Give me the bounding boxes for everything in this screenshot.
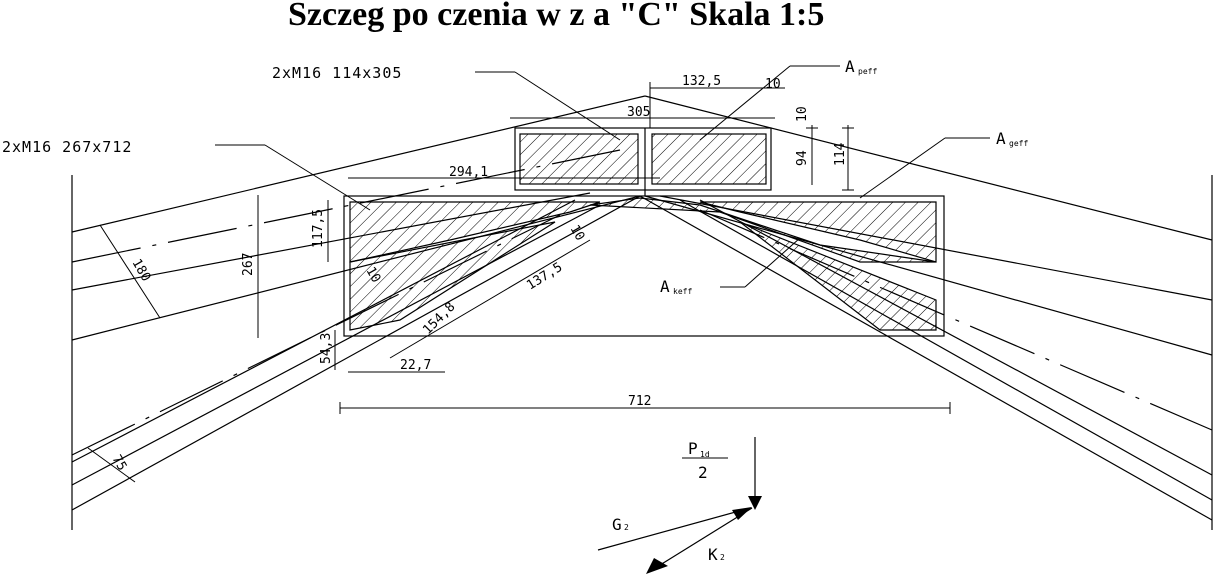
dim-267: 267 <box>241 253 256 276</box>
k2-label: K <box>708 545 718 564</box>
dim-137-5: 137,5 <box>524 260 565 293</box>
a-peff-sub: peff <box>858 67 877 76</box>
dim-180: 180 <box>129 257 154 285</box>
dim-712: 712 <box>628 394 651 409</box>
a-peff-label: A <box>845 57 855 76</box>
a-geff-sub: geff <box>1009 139 1028 148</box>
dim-132-5: 132,5 <box>682 74 721 89</box>
rafter-outlines <box>71 95 1213 530</box>
p-label: P <box>688 439 698 458</box>
upper-plate <box>514 127 772 196</box>
dim-305: 305 <box>627 105 650 120</box>
dim-22-7: 22,7 <box>400 358 431 373</box>
g2-sub: 2 <box>624 523 629 532</box>
dim-114: 114 <box>833 142 848 166</box>
dim-10-top: 10 <box>765 77 781 92</box>
a-keff-label: A <box>660 277 670 296</box>
dim-94: 94 <box>795 150 810 166</box>
force-p-arrowhead <box>748 496 762 510</box>
drawing-title: Szczeg po czenia w z a "C" Skala 1:5 <box>288 0 824 33</box>
a-keff-sub: keff <box>673 287 692 296</box>
k2-sub: 2 <box>720 553 725 562</box>
p-sub: 1d <box>700 450 710 459</box>
bolt-lower-label: 2xM16 267x712 <box>2 138 132 156</box>
dim-10-mid: 10 <box>567 223 588 244</box>
dim-117-5: 117,5 <box>311 209 326 248</box>
g2-label: G <box>612 515 622 534</box>
labels: 2xM16 114x305 2xM16 267x712 A peff A gef… <box>2 57 1028 564</box>
dim-10-side: 10 <box>795 106 810 122</box>
dimension-lines <box>87 82 951 483</box>
leader-lines <box>215 65 990 288</box>
force-arrows <box>597 437 762 574</box>
dim-10-low: 10 <box>363 265 384 286</box>
lower-plate <box>343 195 945 337</box>
bolt-upper-label: 2xM16 114x305 <box>272 64 402 82</box>
dim-75: 75 <box>109 453 130 474</box>
dim-294-1: 294,1 <box>449 165 488 180</box>
force-k-arrowhead <box>646 558 668 574</box>
dim-154-8: 154,8 <box>420 300 458 338</box>
dim-54-3: 54,3 <box>319 333 334 364</box>
a-geff-label: A <box>996 129 1006 148</box>
p-denominator: 2 <box>698 463 708 482</box>
